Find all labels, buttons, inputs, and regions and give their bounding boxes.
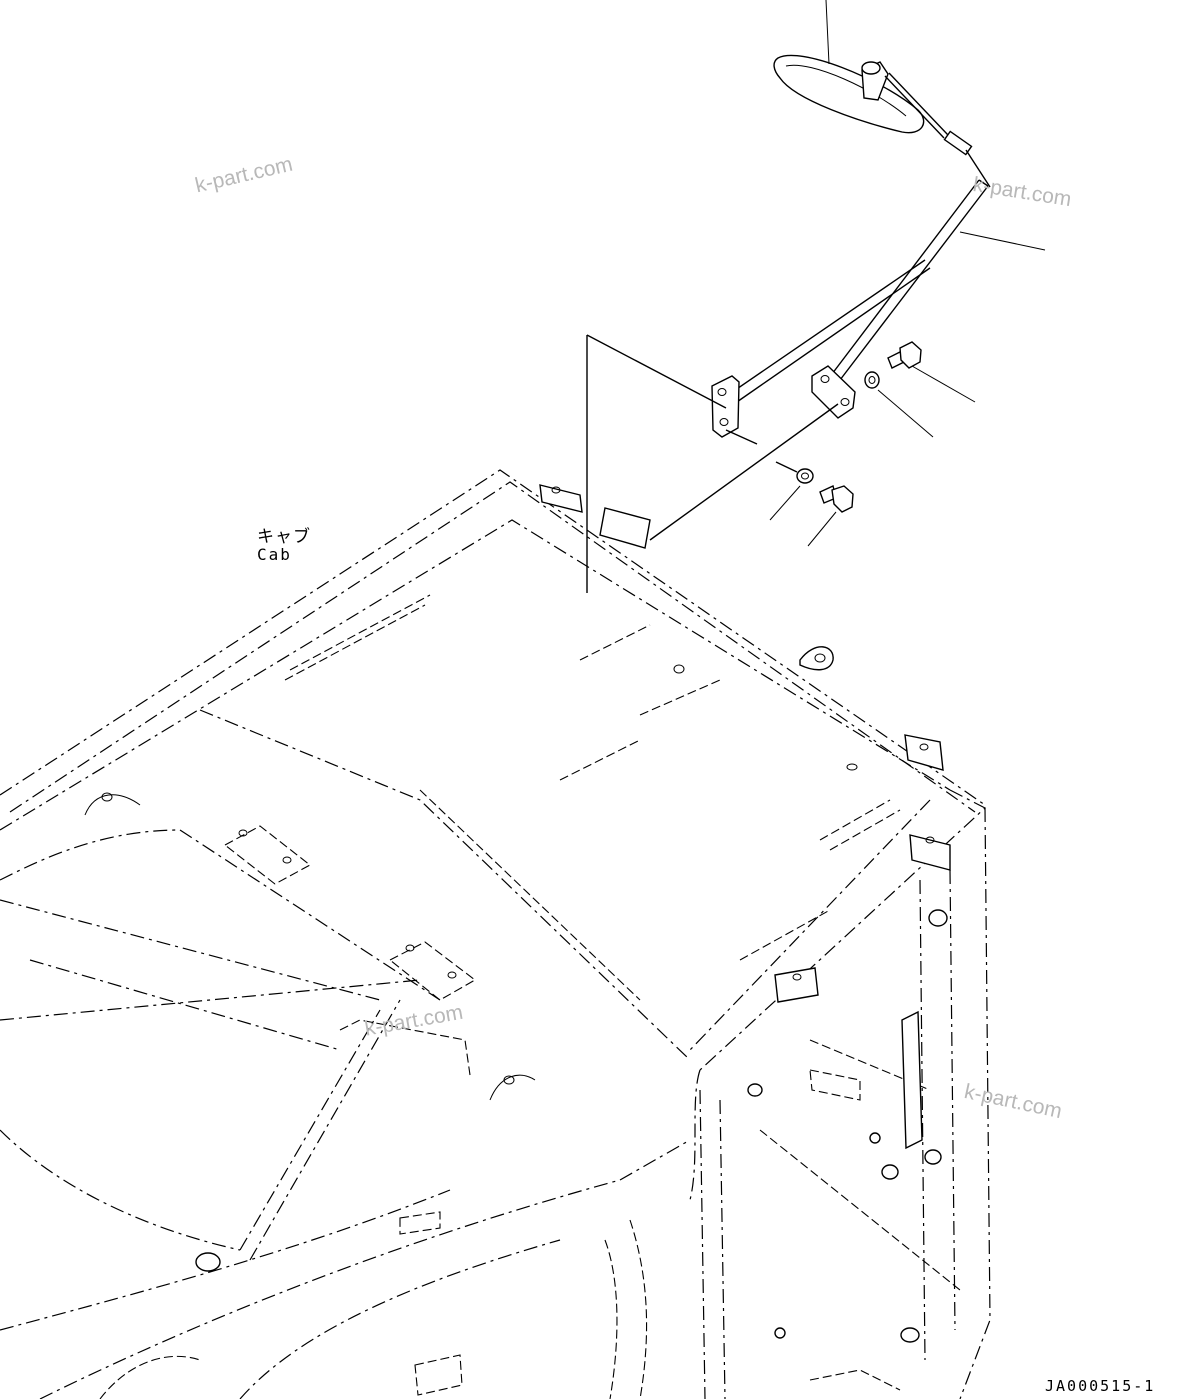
washer-lower (769, 468, 814, 521)
cab (0, 469, 991, 1399)
bolt-lower (807, 485, 854, 547)
assembly-lines (586, 334, 839, 593)
cab-label-en: Cab (257, 545, 292, 564)
washer-upper (864, 371, 934, 438)
cab-label-jp: キャブ (257, 527, 311, 547)
mirror (773, 0, 925, 134)
bolt-upper (887, 341, 976, 403)
mirror-stay (711, 72, 1046, 438)
drawing-code: JA000515-1 (1045, 1377, 1156, 1395)
